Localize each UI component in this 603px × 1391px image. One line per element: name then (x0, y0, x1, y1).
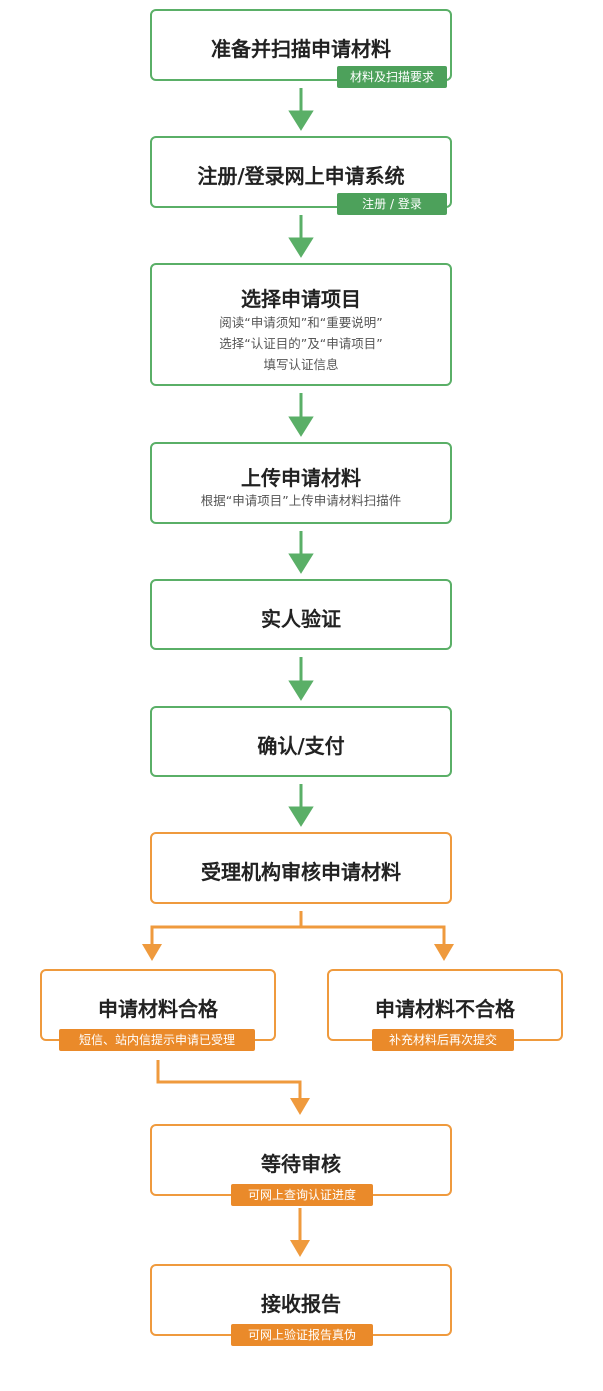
step-select-line-3: 填写认证信息 (263, 357, 339, 372)
step-select-line-1: 阅读“申请须知”和“重要说明” (219, 315, 383, 330)
step-confirm: 确认/支付 (150, 706, 452, 777)
step-select-title: 选择申请项目 (241, 287, 361, 311)
step-review: 受理机构审核申请材料 (150, 832, 452, 904)
wait-progress-tag[interactable]: 可网上查询认证进度 (231, 1184, 373, 1206)
step-fail-title: 申请材料不合格 (375, 997, 515, 1021)
step-report-title: 接收报告 (261, 1292, 341, 1316)
branch-line (150, 911, 303, 946)
step-upload: 上传申请材料 根据“申请项目”上传申请材料扫描件 (150, 442, 452, 524)
prepare-requirements-tag[interactable]: 材料及扫描要求 (337, 66, 447, 88)
step-upload-title: 上传申请材料 (241, 466, 361, 490)
step-pass-title: 申请材料合格 (98, 997, 218, 1021)
step-register-title: 注册/登录网上申请系统 (197, 164, 405, 188)
step-verify-title: 实人验证 (261, 607, 341, 631)
fail-notice-tag: 补充材料后再次提交 (372, 1029, 514, 1051)
step-verify: 实人验证 (150, 579, 452, 650)
step-review-title: 受理机构审核申请材料 (201, 860, 401, 884)
step-wait-title: 等待审核 (261, 1152, 341, 1176)
step-confirm-title: 确认/支付 (257, 734, 345, 758)
report-verify-tag[interactable]: 可网上验证报告真伪 (231, 1324, 373, 1346)
step-select: 选择申请项目 阅读“申请须知”和“重要说明” 选择“认证目的”及“申请项目” 填… (150, 263, 452, 386)
step-prepare-title: 准备并扫描申请材料 (211, 37, 391, 61)
register-login-tag[interactable]: 注册 / 登录 (337, 193, 447, 215)
step-select-line-2: 选择“认证目的”及“申请项目” (219, 336, 383, 351)
pass-to-wait-line (156, 1060, 302, 1100)
pass-notice-tag: 短信、站内信提示申请已受理 (59, 1029, 255, 1051)
step-upload-sub: 根据“申请项目”上传申请材料扫描件 (200, 493, 402, 508)
